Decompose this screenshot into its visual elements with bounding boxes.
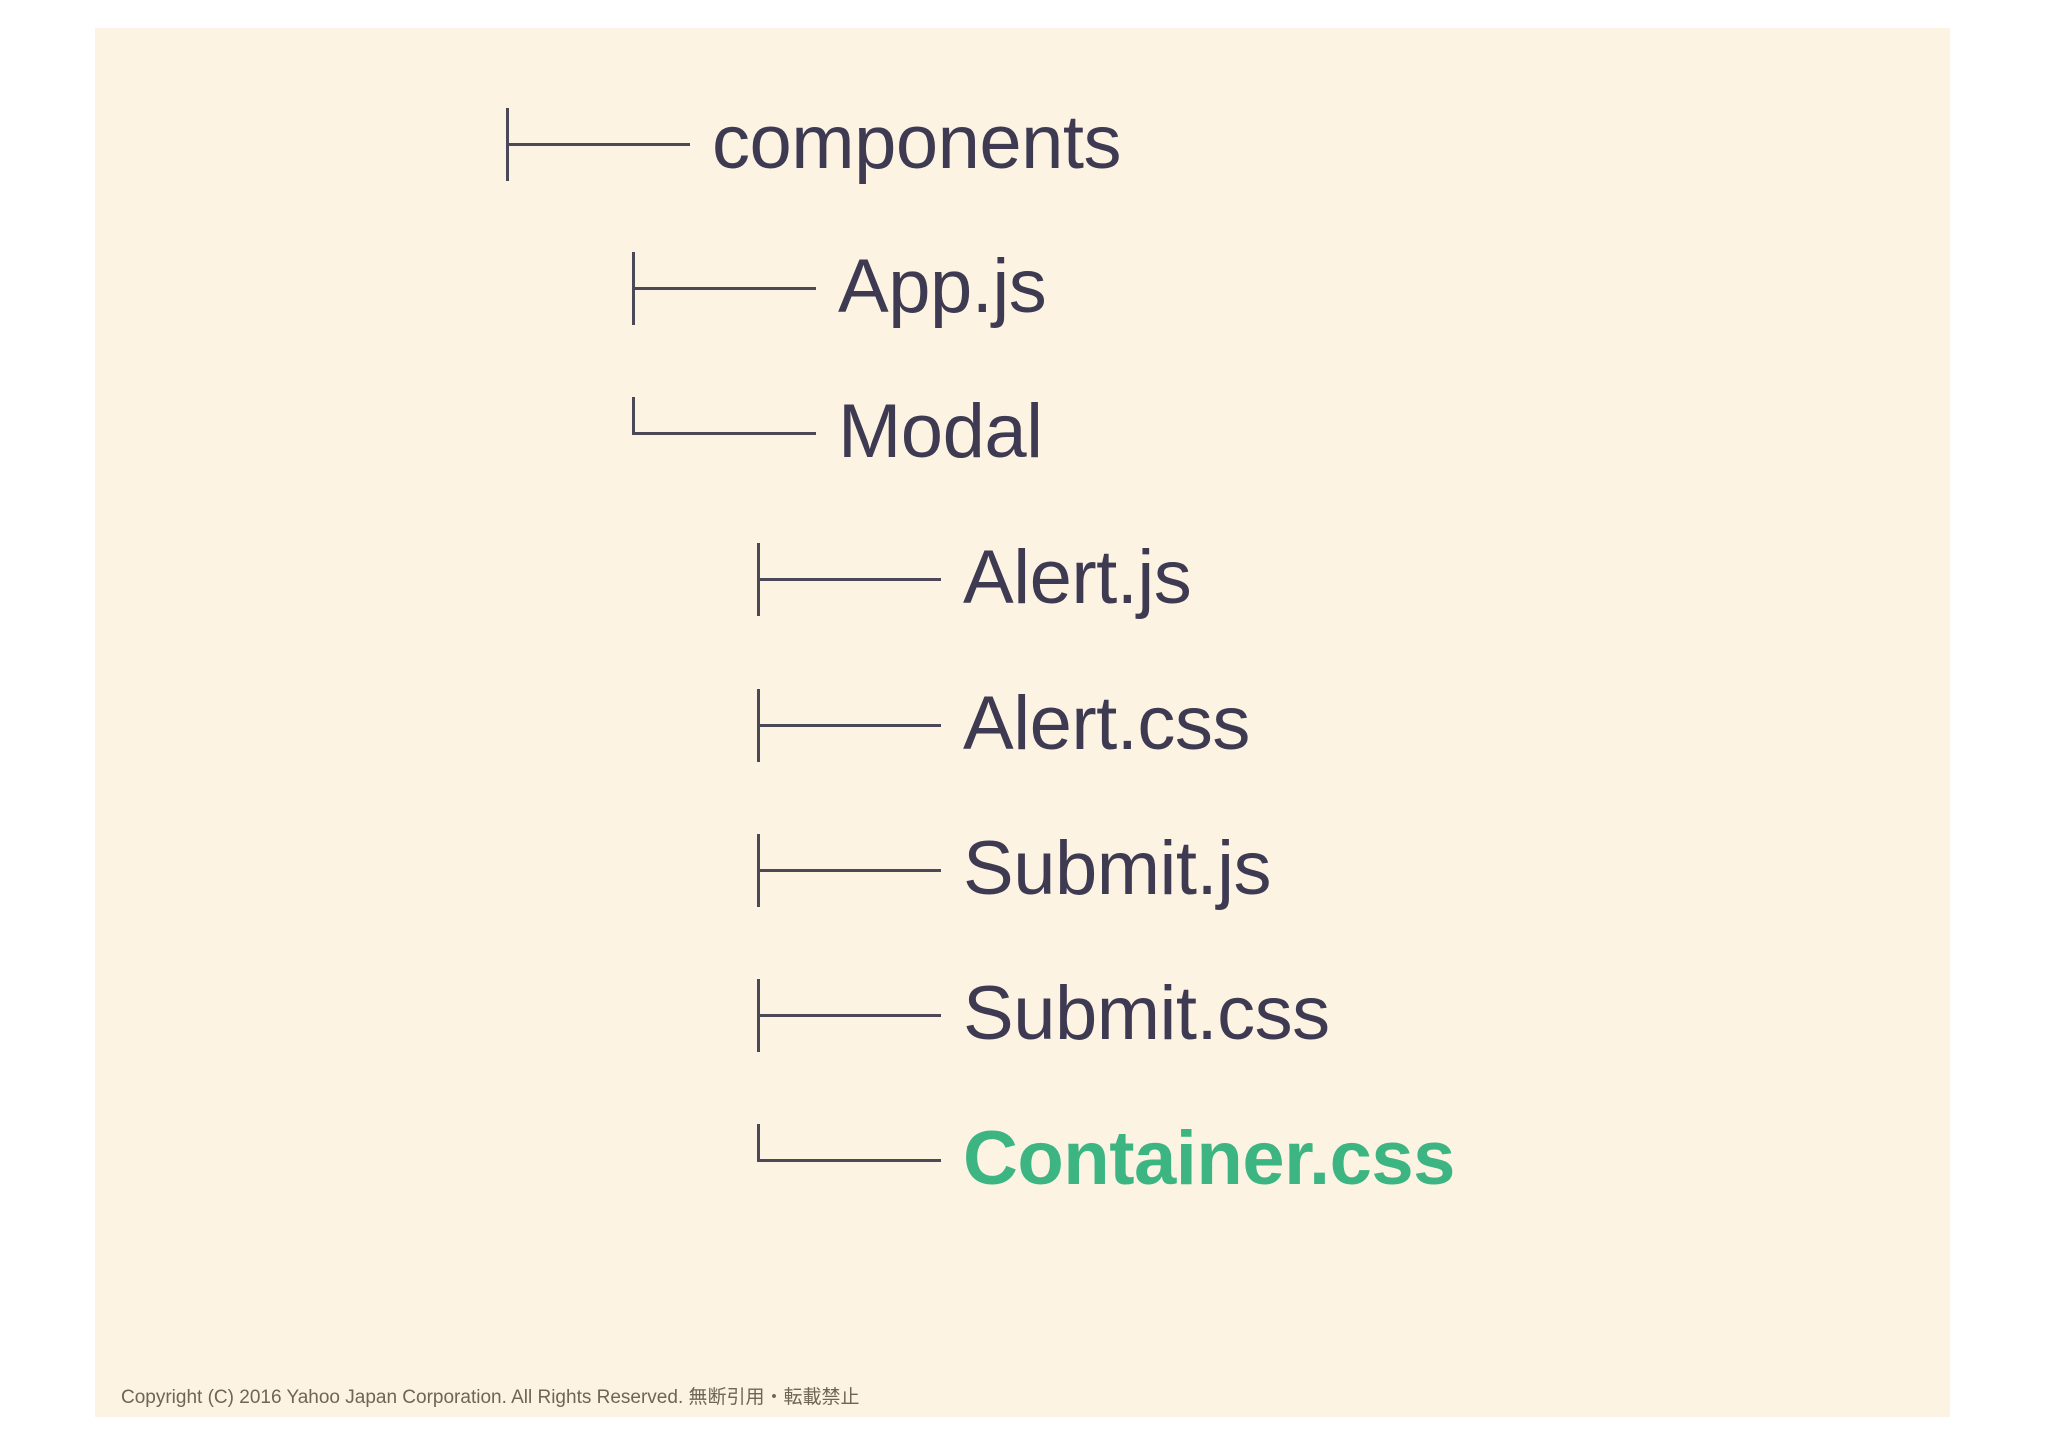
tree-item-components: components — [506, 100, 1406, 185]
tree-item-container-css: Container.css — [757, 1116, 1657, 1201]
tree-item-alert-js: Alert.js — [757, 535, 1657, 620]
tree-item-label: Alert.js — [963, 534, 1192, 620]
tree-item-label: components — [712, 99, 1122, 185]
tree-branch-tee-icon — [757, 543, 941, 617]
tree-branch-corner-icon — [757, 1124, 941, 1198]
tree-item-submit-css: Submit.css — [757, 971, 1657, 1056]
tree-item-label: Submit.css — [963, 970, 1330, 1056]
tree-item-label: Alert.css — [963, 680, 1250, 766]
tree-item-alert-css: Alert.css — [757, 681, 1657, 766]
slide: components App.js Modal Alert.js Alert.c… — [95, 28, 1950, 1417]
tree-item-app-js: App.js — [632, 244, 1532, 329]
tree-item-modal: Modal — [632, 389, 1532, 474]
tree-item-submit-js: Submit.js — [757, 826, 1657, 911]
tree-item-label: Container.css — [963, 1115, 1455, 1201]
tree-item-label: Submit.js — [963, 825, 1272, 911]
tree-branch-tee-icon — [757, 834, 941, 908]
tree-branch-corner-icon — [632, 397, 816, 471]
file-tree-diagram: components App.js Modal Alert.js Alert.c… — [95, 28, 1950, 1417]
tree-branch-tee-icon — [757, 979, 941, 1053]
tree-item-label: App.js — [838, 243, 1047, 329]
tree-branch-tee-icon — [506, 108, 690, 182]
copyright-text: Copyright (C) 2016 Yahoo Japan Corporati… — [121, 1387, 860, 1408]
tree-item-label: Modal — [838, 388, 1043, 474]
tree-branch-tee-icon — [757, 689, 941, 763]
tree-branch-tee-icon — [632, 252, 816, 326]
